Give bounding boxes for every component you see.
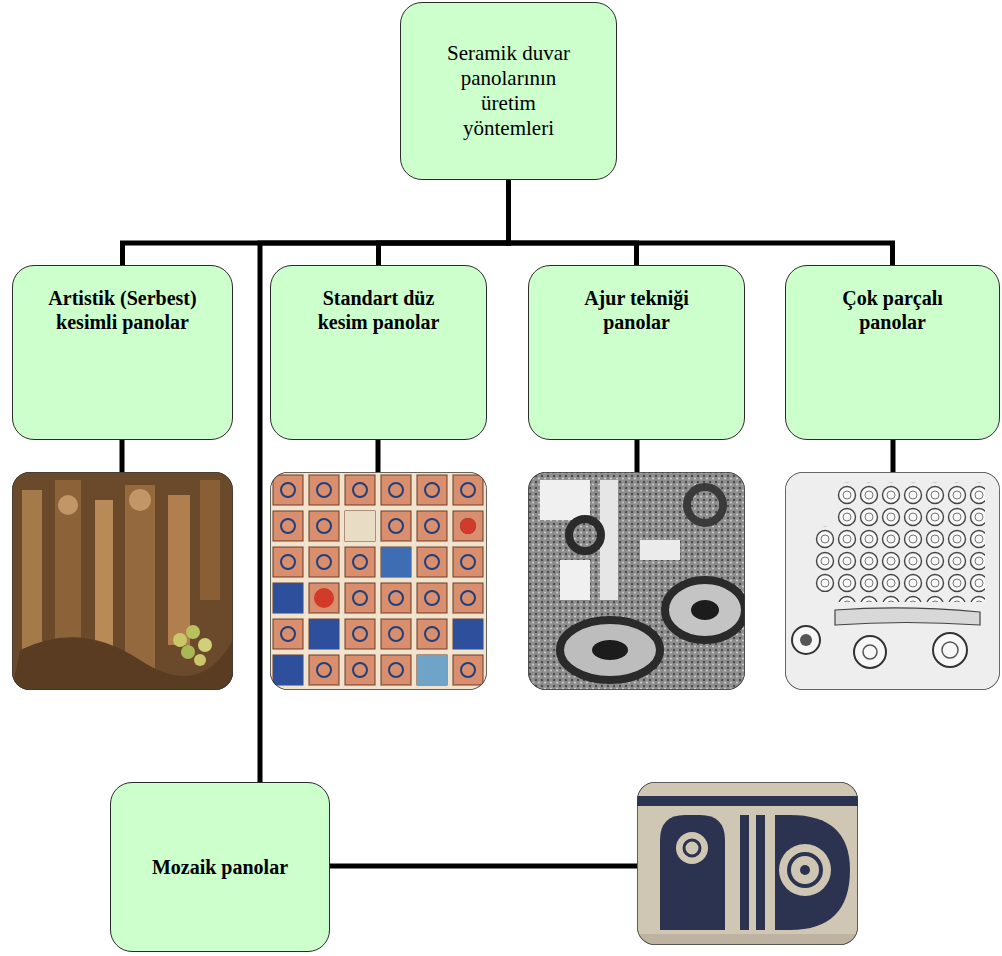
mosaic-picture (637, 782, 858, 945)
relief-picture (12, 472, 233, 690)
multi-piece-picture (785, 472, 1000, 690)
node-label: Artistik (Serbest) kesimli panolar (23, 286, 223, 334)
tree-connector (509, 180, 637, 265)
node-label: Çok parçalı panolar (813, 286, 973, 334)
tree-connector (123, 180, 509, 265)
tree-connector (260, 180, 509, 782)
node-label: Ajur tekniği panolar (557, 286, 717, 334)
tile-grid-picture (270, 472, 487, 690)
method-box: Çok parçalı panolar (785, 265, 1000, 440)
tree-connector (509, 180, 893, 265)
tree-connector (379, 180, 509, 265)
node-label: Mozaik panolar (152, 855, 288, 879)
method-box: Standart düz kesim panolar (270, 265, 487, 440)
root-box: Seramik duvar panolarının üretim yönteml… (400, 2, 617, 180)
method-box: Mozaik panolar (110, 782, 330, 952)
openwork-picture (528, 472, 745, 690)
node-label: Standart düz kesim panolar (299, 286, 459, 334)
node-label: Seramik duvar panolarının üretim yönteml… (439, 41, 579, 142)
method-box: Ajur tekniği panolar (528, 265, 745, 440)
method-box: Artistik (Serbest) kesimli panolar (12, 265, 233, 440)
